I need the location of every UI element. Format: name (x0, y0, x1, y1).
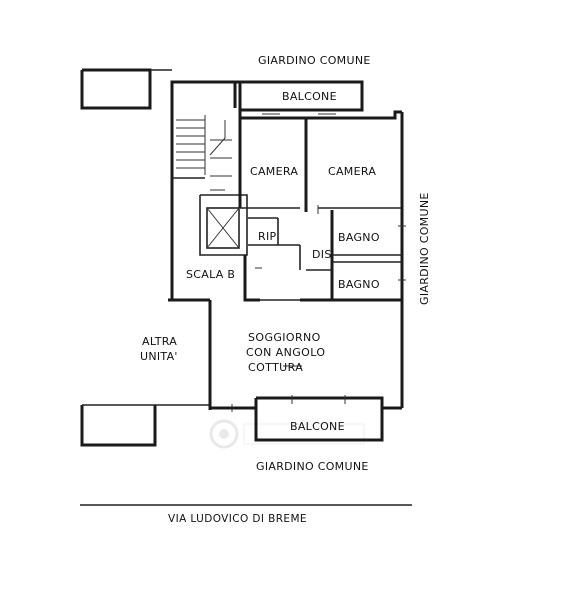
storage-label: RIP (258, 230, 276, 243)
street-label: VIA LUDOVICO DI BREME (168, 513, 307, 525)
adjacent-building-outline (80, 68, 210, 447)
garden-top-label: GIARDINO COMUNE (258, 54, 371, 67)
bathroom-top-label: BAGNO (338, 231, 380, 244)
watermark-logo (209, 419, 365, 449)
bedroom-left-label: CAMERA (250, 165, 298, 178)
door-markers (231, 113, 406, 412)
living-label-line3: COTTURA (248, 361, 303, 374)
living-label-line2: CON ANGOLO (246, 346, 325, 359)
stair-label: SCALA B (186, 268, 235, 281)
hall-label: DIS (312, 248, 332, 261)
interior-walls (238, 118, 402, 302)
balcony-top-label: BALCONE (282, 90, 337, 103)
balcony-bottom-label: BALCONE (290, 420, 345, 433)
living-label-line1: SOGGIORNO (248, 331, 321, 344)
other-unit-label-line1: ALTRA (142, 335, 177, 348)
garden-bottom-label: GIARDINO COMUNE (256, 460, 369, 473)
bathroom-bottom-label: BAGNO (338, 278, 380, 291)
lift-shaft (206, 207, 240, 249)
garden-right-label: GIARDINO COMUNE (418, 192, 431, 305)
bedroom-right-label: CAMERA (328, 165, 376, 178)
other-unit-label-line2: UNITA' (140, 350, 178, 363)
apartment-walls (168, 80, 404, 442)
stair-flight (176, 115, 232, 191)
